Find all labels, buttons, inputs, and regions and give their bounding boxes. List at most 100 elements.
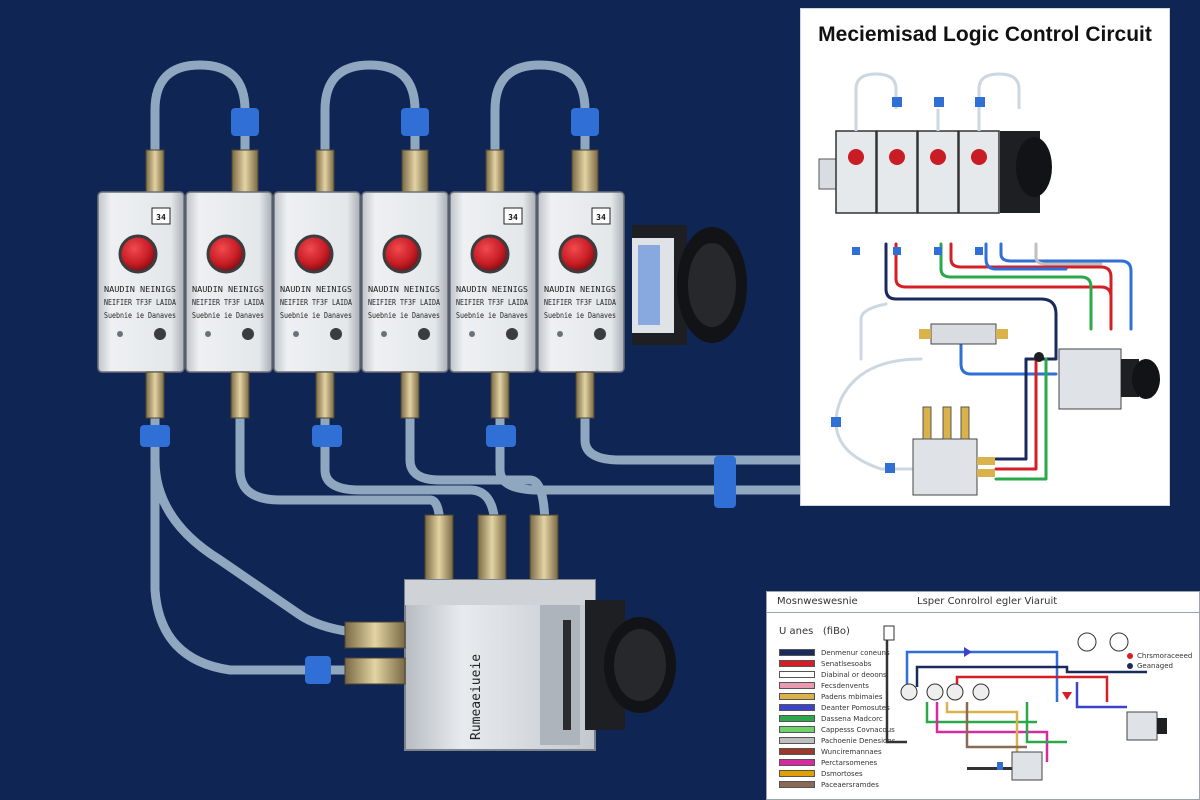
legend-item: Wunciremannaes	[779, 747, 882, 756]
valve-label-line: NAUDIN NEINIGS	[544, 285, 616, 294]
manifold-side-cylinder	[632, 225, 747, 345]
legend-swatch	[779, 671, 815, 678]
legend-swatch	[779, 770, 815, 777]
valve-badge-5: 34	[508, 213, 518, 222]
valve-label-line: NEIFIER TF3F LAIDA	[456, 298, 528, 307]
key-item: Chrsmoraceeed	[1127, 652, 1192, 660]
actuator-block: Rumeaeiueie	[344, 514, 676, 751]
panel-title: Meciemisad Logic Control Circuit	[818, 23, 1152, 46]
red-knob-1[interactable]	[118, 234, 158, 274]
key-dot	[1127, 653, 1133, 659]
legend-label: Perctarsomenes	[821, 758, 878, 767]
legend-item: Cappesss Covnacous	[779, 725, 895, 734]
legend-swatch	[779, 737, 815, 744]
valve-label-line: NEIFIER TF3F LAIDA	[368, 298, 440, 307]
valve-label-line: NAUDIN NEINIGS	[456, 285, 528, 294]
legend-label: Pachoenie Denesions	[821, 736, 896, 745]
legend-swatch	[779, 660, 815, 667]
valve-label-line: NEIFIER TF3F LAIDA	[280, 298, 352, 307]
legend-item: Dassena Madcorc	[779, 714, 883, 723]
legend-item: Paceaersramdes	[779, 780, 879, 789]
valve-label-line: Suebnie ie Danaves	[456, 311, 528, 320]
valve-badge-6: 34	[596, 213, 606, 222]
valve-label-line: NEIFIER TF3F LAIDA	[544, 298, 616, 307]
red-knob-3[interactable]	[294, 234, 334, 274]
red-knob-5[interactable]	[470, 234, 510, 274]
legend-label: Dsmortoses	[821, 769, 863, 778]
valve-body-2: NAUDIN NEINIGS NEIFIER TF3F LAIDA Suebnie …	[185, 191, 273, 373]
legend-swatch	[779, 682, 815, 689]
legend-swatch	[779, 726, 815, 733]
logic-circuit-panel: Meciemisad Logic Control Circuit	[800, 8, 1170, 506]
legend-heading-label: U anes	[779, 626, 814, 637]
valve-body-3: NAUDIN NEINIGS NEIFIER TF3F LAIDA Suebnie …	[273, 191, 361, 373]
legend-panel-center-title: Lsper Conrolrol egler Viaruit	[917, 596, 1058, 607]
legend-swatch	[779, 748, 815, 755]
key-label: Geanaged	[1137, 662, 1173, 670]
top-blue-clips	[231, 108, 599, 136]
red-knob-2[interactable]	[206, 234, 246, 274]
valve-body-4: NAUDIN NEINIGS NEIFIER TF3F LAIDA Suebnie …	[361, 191, 449, 373]
legend-swatch	[779, 649, 815, 656]
legend-label: Fecsdenvents	[821, 681, 869, 690]
valve-label-line: Suebnie ie Danaves	[280, 311, 352, 320]
legend-item: Senatlsesoabs	[779, 659, 871, 668]
valve-label-line: NEIFIER TF3F LAIDA	[104, 298, 176, 307]
legend-swatch	[779, 715, 815, 722]
key-dot	[1127, 663, 1133, 669]
legend-label: Padens mbimaies	[821, 692, 883, 701]
lower-blue-clips	[140, 425, 736, 684]
actuator-label: Rumeaeiueie	[469, 654, 484, 740]
schematic-valve-row	[818, 72, 1052, 255]
legend-swatch	[779, 781, 815, 788]
valve-label-line: Suebnie ie Danaves	[192, 311, 264, 320]
legend-item: Padens mbimaies	[779, 692, 882, 701]
legend-panel-left-title: Mosnweswesnie	[777, 596, 858, 607]
legend-label: Diabinal or deoons	[821, 670, 887, 679]
legend-label: Paceaersramdes	[821, 780, 879, 789]
bottom-fittings	[145, 371, 595, 419]
legend-panel-header: Mosnweswesnie Lsper Conrolrol egler Viar…	[767, 592, 1199, 613]
legend-item: Perctarsomenes	[779, 758, 877, 767]
legend-item: Deanter Pomosutes	[779, 703, 890, 712]
legend-heading-sub: (fiBo)	[822, 626, 850, 637]
key-item: Geanaged	[1127, 662, 1173, 670]
red-knob-6[interactable]	[558, 234, 598, 274]
valve-label-line: NEIFIER TF3F LAIDA	[192, 298, 264, 307]
valve-label-line: Suebnie ie Danaves	[104, 311, 176, 320]
legend-label: Cappesss Covnacous	[821, 725, 895, 734]
red-knob-4[interactable]	[382, 234, 422, 274]
legend-item: Denmenur coneuns	[779, 648, 890, 657]
logic-circuit-legend-panel: Mosnweswesnie Lsper Conrolrol egler Viar…	[766, 591, 1200, 800]
legend-item: Pachoenie Denesions	[779, 736, 895, 745]
legend-swatch	[779, 704, 815, 711]
legend-item: Fecsdenvents	[779, 681, 869, 690]
legend-heading: U anes (fiBo)	[779, 626, 850, 637]
legend-schematic	[883, 625, 1167, 781]
top-fittings	[145, 149, 599, 193]
legend-label: Denmenur coneuns	[821, 648, 890, 657]
valve-label-line: NAUDIN NEINIGS	[104, 285, 176, 294]
valve-badge-1: 34	[156, 213, 166, 222]
legend-item: Dsmortoses	[779, 769, 863, 778]
valve-label-line: NAUDIN NEINIGS	[368, 285, 440, 294]
legend-swatch	[779, 759, 815, 766]
legend-label: Deanter Pomosutes	[821, 703, 890, 712]
legend-item: Diabinal or deoons	[779, 670, 887, 679]
upper-tube-loops	[150, 60, 590, 180]
valve-label-line: NAUDIN NEINIGS	[280, 285, 352, 294]
key-label: Chrsmoraceeed	[1137, 652, 1193, 660]
valve-label-line: Suebnie ie Danaves	[368, 311, 440, 320]
legend-swatch	[779, 693, 815, 700]
legend-label: Dassena Madcorc	[821, 714, 883, 723]
valve-label-line: NAUDIN NEINIGS	[192, 285, 264, 294]
valve-label-line: Suebnie ie Danaves	[544, 311, 616, 320]
legend-label: Senatlsesoabs	[821, 659, 872, 668]
logic-circuit-schematic	[818, 72, 1160, 496]
